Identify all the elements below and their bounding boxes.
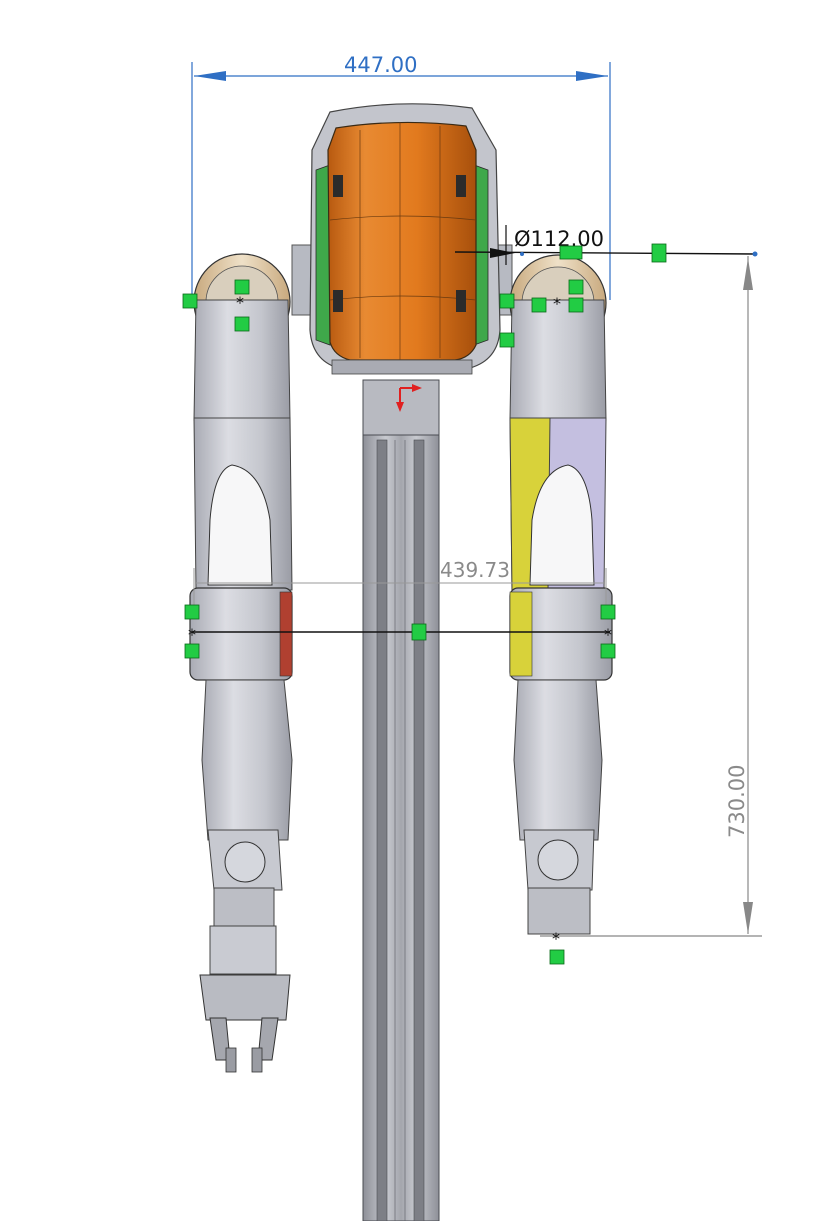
- right-arm[interactable]: [509, 254, 613, 935]
- constraint-marker-icon[interactable]: [499, 293, 515, 309]
- svg-text:*: *: [188, 625, 196, 644]
- constraint-marker-icon[interactable]: [184, 643, 200, 659]
- constraint-marker-icon[interactable]: [234, 316, 250, 332]
- constraint-marker-icon[interactable]: [568, 297, 584, 313]
- svg-text:*: *: [553, 294, 561, 313]
- constraint-marker-icon[interactable]: [600, 604, 616, 620]
- svg-text:*: *: [552, 929, 560, 948]
- dimension-arm-height[interactable]: 730.00: [540, 256, 762, 937]
- constraint-marker-icon[interactable]: [499, 332, 515, 348]
- svg-text:*: *: [604, 625, 612, 644]
- constraint-marker-icon[interactable]: [549, 949, 565, 965]
- torso-housing[interactable]: [291, 103, 513, 375]
- dimension-shoulder-diameter[interactable]: Ø112.00: [454, 225, 758, 265]
- constraint-marker-icon[interactable]: [568, 279, 584, 295]
- sketch-point-icon: * * * * *: [188, 293, 612, 948]
- dimension-elbow-span[interactable]: 439.73: [192, 558, 610, 633]
- lift-column: [362, 379, 440, 1221]
- constraint-marker-icon[interactable]: [559, 245, 583, 260]
- constraint-marker-icon[interactable]: [184, 604, 200, 620]
- dimension-label-shoulder-diameter[interactable]: Ø112.00: [514, 227, 604, 251]
- constraint-marker-icon[interactable]: [411, 623, 427, 641]
- constraint-marker-icon[interactable]: [600, 643, 616, 659]
- constraint-marker-icon[interactable]: [182, 293, 198, 309]
- svg-text:*: *: [236, 293, 244, 312]
- origin-axis-icon: [396, 384, 422, 412]
- dimension-label-top-width[interactable]: 447.00: [344, 53, 417, 77]
- constraint-marker-icon[interactable]: [651, 243, 667, 263]
- dimension-label-arm-height[interactable]: 730.00: [725, 765, 749, 838]
- dimension-label-elbow-span[interactable]: 439.73: [440, 558, 510, 582]
- constraint-marker-icon[interactable]: [234, 279, 250, 295]
- dimension-top-width[interactable]: 447.00: [191, 53, 611, 300]
- left-arm[interactable]: [189, 253, 293, 1073]
- constraint-markers[interactable]: [182, 243, 667, 965]
- constraint-marker-icon[interactable]: [531, 297, 547, 313]
